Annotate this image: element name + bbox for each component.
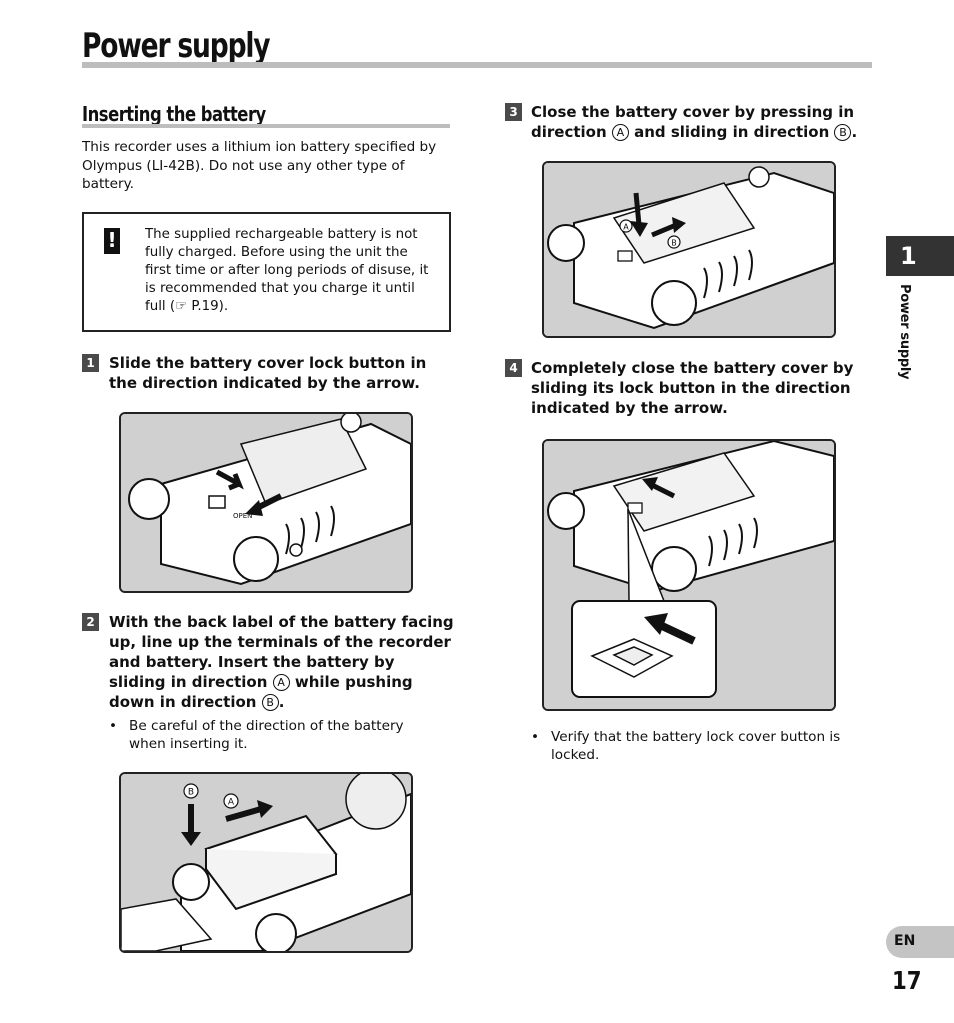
bullet-dot: • bbox=[531, 729, 540, 745]
note-text: The supplied rechargeable battery is not… bbox=[145, 227, 429, 314]
step-3-text-part: and sliding in direction bbox=[628, 123, 835, 141]
direction-a-marker: A bbox=[272, 674, 290, 691]
chapter-number: 1 bbox=[900, 242, 917, 270]
label-b: B bbox=[671, 239, 677, 248]
figure-step-3: A B bbox=[542, 161, 836, 338]
figure-step-4 bbox=[542, 439, 836, 711]
step-2-text-part: . bbox=[278, 693, 285, 711]
direction-a-marker: A bbox=[611, 124, 629, 141]
label-a: A bbox=[228, 798, 235, 808]
chapter-tab: 1 bbox=[886, 236, 954, 276]
chapter-side-label: Power supply bbox=[897, 284, 912, 380]
label-b: B bbox=[188, 788, 194, 798]
step-2-bullet: • Be careful of the direction of the bat… bbox=[109, 717, 449, 757]
step-2-text-part: while pushing down in direction bbox=[109, 673, 413, 711]
step-3-text-part: . bbox=[851, 123, 858, 141]
title-rule bbox=[82, 62, 872, 68]
open-label: OPEN bbox=[233, 512, 252, 520]
note-box: ! The supplied rechargeable battery is n… bbox=[82, 212, 451, 332]
page-title: Power supply bbox=[82, 26, 271, 66]
step-4-text: Completely close the battery cover by sl… bbox=[531, 359, 854, 417]
page-number: 17 bbox=[892, 966, 922, 995]
direction-b-marker: B bbox=[834, 124, 852, 141]
figure-step-1: OPEN bbox=[119, 412, 413, 593]
label-a: A bbox=[623, 223, 629, 232]
step-4-bullet-text: Verify that the battery lock cover butto… bbox=[551, 729, 841, 763]
figure-step-2: B A bbox=[119, 772, 413, 953]
intro-paragraph: This recorder uses a lithium ion battery… bbox=[82, 139, 437, 192]
language-label: EN bbox=[894, 933, 916, 949]
step-2-number: 2 bbox=[82, 613, 99, 631]
direction-b-marker: B bbox=[261, 694, 279, 711]
section-heading: Inserting the battery bbox=[82, 102, 266, 126]
exclamation-icon: ! bbox=[104, 228, 120, 254]
step-3-text: Close the battery cover by pressing in d… bbox=[531, 102, 876, 142]
step-2-text-part: With the back label of the battery facin… bbox=[109, 613, 454, 691]
section-rule bbox=[82, 124, 450, 128]
step-2-text: With the back label of the battery facin… bbox=[109, 612, 454, 712]
step-2-bullet-text: Be careful of the direction of the batte… bbox=[129, 718, 404, 752]
step-1-text: Slide the battery cover lock button in t… bbox=[109, 354, 427, 392]
step-3-text-part: Close the battery cover by pressing in d… bbox=[531, 103, 855, 141]
step-3-number: 3 bbox=[505, 103, 522, 121]
step-4-bullet: • Verify that the battery lock cover but… bbox=[531, 728, 871, 768]
bullet-dot: • bbox=[109, 718, 118, 734]
step-4-number: 4 bbox=[505, 359, 522, 377]
step-1-number: 1 bbox=[82, 354, 99, 372]
language-tab: EN bbox=[886, 926, 954, 958]
